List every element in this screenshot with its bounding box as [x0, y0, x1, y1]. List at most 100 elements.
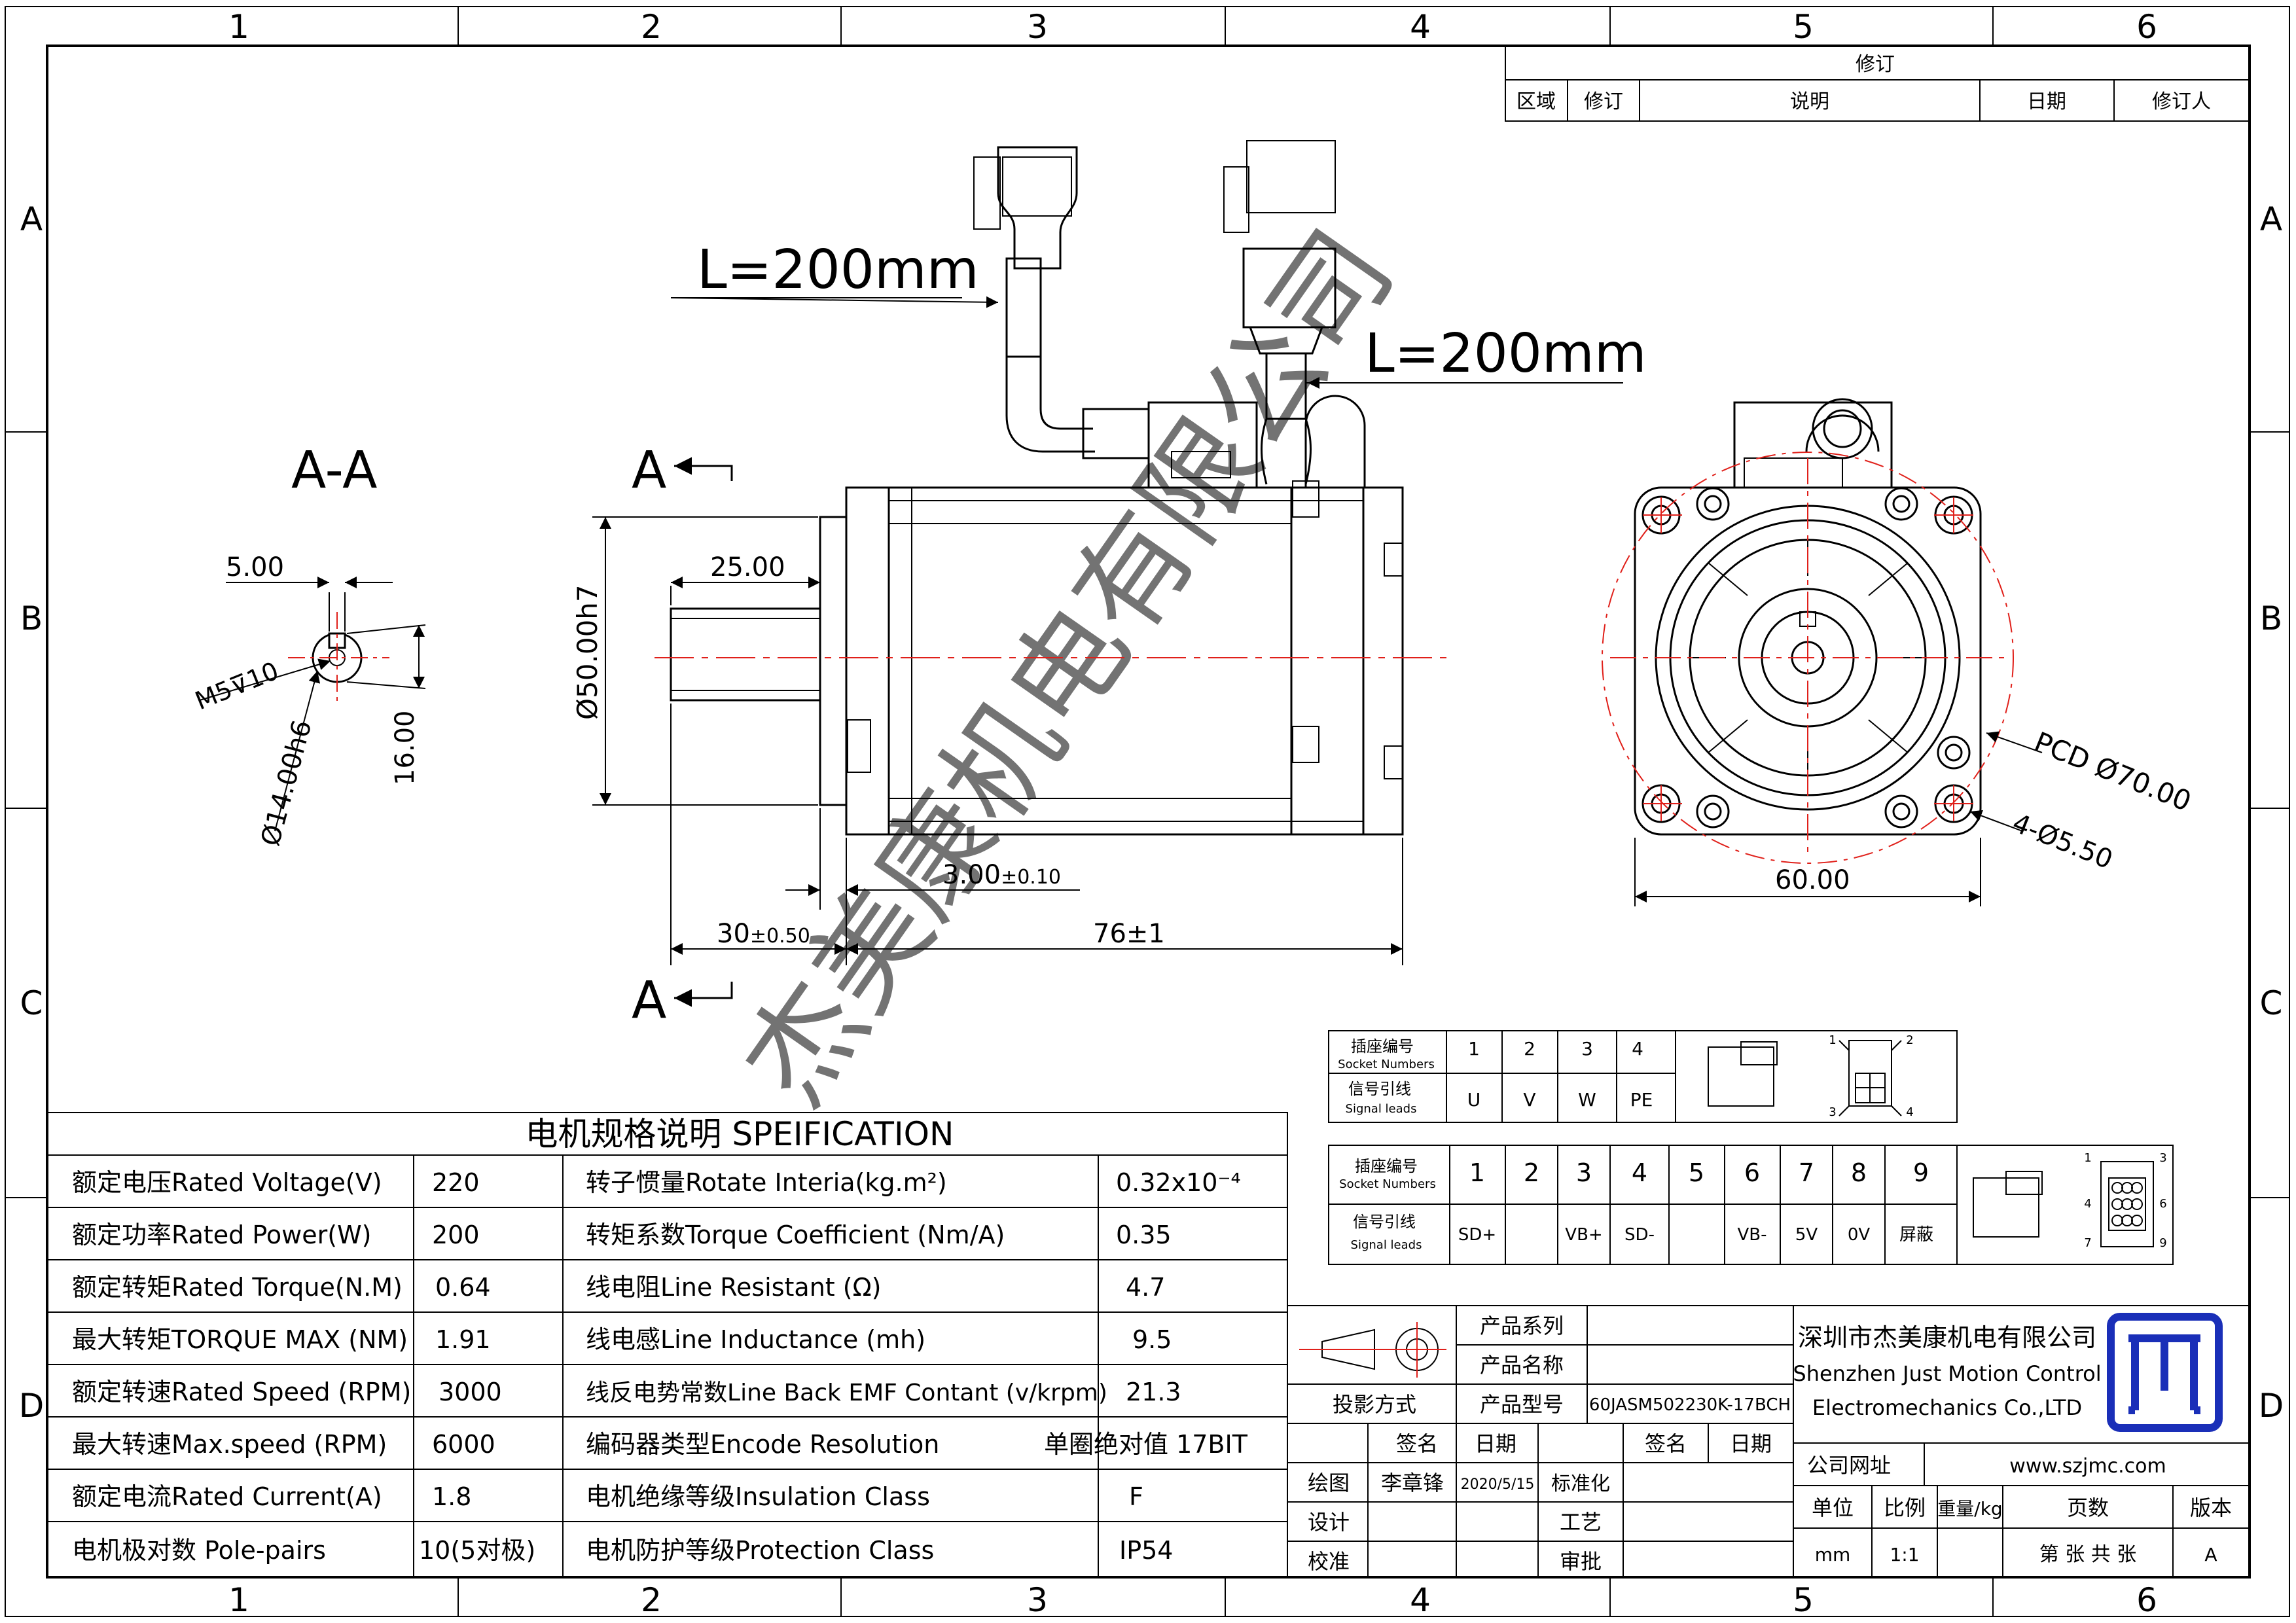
spec-label-left: 额定功率Rated Power(W): [72, 1221, 371, 1249]
encoder-pin: 2: [1524, 1158, 1539, 1187]
process-label: 工艺: [1560, 1510, 1602, 1535]
row-label: C: [20, 984, 43, 1022]
spec-title: 电机规格说明 SPEIFICATION: [526, 1115, 954, 1153]
fig-label: 6: [2159, 1197, 2166, 1211]
product-name-label: 产品名称: [1480, 1353, 1564, 1378]
spec-value-right: 9.5: [1132, 1325, 1172, 1354]
spec-label-right: 转矩系数Torque Coefficient (Nm/A): [586, 1221, 1005, 1249]
revision-header: 说明: [1790, 90, 1829, 113]
encoder-pin: 6: [1744, 1158, 1760, 1187]
company-logo: [2107, 1313, 2223, 1432]
encoder-connector-table: [1328, 1145, 2174, 1265]
draw-date: 2020/5/15: [1461, 1476, 1535, 1493]
fig-label: 1: [1829, 1033, 1836, 1047]
spec-label-left: 额定电压Rated Voltage(V): [72, 1168, 382, 1197]
section-marker: A: [632, 971, 666, 1030]
spec-value-left: 220: [432, 1168, 480, 1197]
spec-value-left: 200: [432, 1221, 480, 1249]
spec-label-left: 额定转速Rated Speed (RPM): [72, 1378, 411, 1406]
power-lead: U: [1467, 1089, 1481, 1111]
side-view: [670, 140, 1404, 836]
pages-value: 第 张 共 张: [2039, 1543, 2137, 1566]
col-label: 2: [641, 1581, 662, 1619]
row-label: D: [19, 1387, 45, 1425]
encoder-pin: 9: [1913, 1158, 1929, 1187]
spec-value-left: 1.91: [435, 1325, 491, 1354]
scale-label: 比例: [1884, 1495, 1926, 1520]
encoder-pin: 8: [1851, 1158, 1867, 1187]
fig-label: 4: [1906, 1105, 1913, 1119]
version-label: 版本: [2190, 1495, 2232, 1520]
col-label: 5: [1793, 8, 1814, 46]
encoder-pin: 1: [1469, 1158, 1485, 1187]
fig-label: 3: [1829, 1105, 1836, 1119]
dim-shaft-extension: 30±0.50: [717, 919, 810, 949]
spec-label-right: 线电阻Line Resistant (Ω): [586, 1273, 881, 1302]
signal-label-en: Signal leads: [1351, 1238, 1422, 1252]
draw-label: 绘图: [1308, 1471, 1350, 1495]
col-label: 1: [228, 8, 249, 46]
section-markers: A A: [632, 441, 733, 1030]
spec-label-left: 额定电流Rated Current(A): [72, 1482, 382, 1511]
company-name-en: Electromechanics Co.,LTD: [1812, 1395, 2082, 1420]
power-pin: 2: [1524, 1038, 1535, 1060]
spec-label-right: 电机防护等级Protection Class: [586, 1536, 934, 1565]
encoder-lead: 5V: [1795, 1225, 1818, 1245]
col-label: 4: [1410, 1581, 1431, 1619]
spec-value-left: 1.8: [432, 1482, 471, 1511]
unit-value: mm: [1815, 1544, 1851, 1565]
spec-label-right: 转子惯量Rotate Interia(kg.m²): [586, 1168, 947, 1197]
spec-value-left: 0.64: [435, 1273, 491, 1302]
spec-value-left: 6000: [432, 1430, 495, 1459]
company-name-cn: 深圳市杰美康机电有限公司: [1798, 1323, 2096, 1352]
dim-shaft-dia: Ø14.00h6: [255, 717, 317, 849]
date-header: 日期: [1475, 1431, 1516, 1456]
spec-value-left: 3000: [439, 1378, 502, 1406]
scale-value: 1:1: [1890, 1544, 1919, 1565]
dim-key-height: 16.00: [390, 710, 420, 785]
design-label: 设计: [1308, 1510, 1350, 1535]
encoder-lead: 0V: [1848, 1225, 1871, 1245]
row-label: B: [20, 599, 43, 637]
power-lead: W: [1578, 1089, 1596, 1111]
power-connector-table: [1328, 1030, 1958, 1123]
encoder-lead: VB-: [1737, 1225, 1767, 1245]
fig-label: 9: [2159, 1236, 2166, 1250]
section-view: A-A 5.00 16.00 M5⊽10 Ø14.00h6: [191, 441, 426, 849]
dim-shaft-length: 25.00: [710, 552, 785, 582]
signal-label-cn: 信号引线: [1348, 1080, 1411, 1098]
front-view-centerlines: [1602, 452, 2014, 864]
power-pin: 1: [1468, 1038, 1480, 1060]
col-label: 6: [2136, 8, 2157, 46]
website[interactable]: www.szjmc.com: [2009, 1455, 2166, 1478]
encoder-lead: SD+: [1458, 1225, 1496, 1245]
revision-header: 修订人: [2152, 90, 2211, 113]
col-label: 5: [1793, 1581, 1814, 1619]
weight-label: 重量/kg: [1937, 1498, 2002, 1520]
sign-header: 签名: [1396, 1431, 1438, 1456]
dim-mounting-holes: 4-Ø5.50: [2008, 808, 2117, 876]
product-model-label: 产品型号: [1480, 1392, 1564, 1417]
website-label: 公司网址: [1807, 1453, 1891, 1478]
row-label: A: [2260, 200, 2282, 238]
fig-label: 4: [2084, 1197, 2091, 1211]
power-lead: V: [1523, 1089, 1535, 1111]
watermark: 杰美康机电有限公司: [719, 207, 1419, 1128]
spec-label-right: 线反电势常数Line Back EMF Contant (v/krpm): [586, 1380, 1107, 1406]
power-pin: 4: [1632, 1038, 1643, 1060]
fig-label: 1: [2084, 1151, 2091, 1165]
socket-label-cn: 插座编号: [1351, 1037, 1414, 1056]
encoder-pin: 3: [1576, 1158, 1592, 1187]
col-label: 3: [1027, 1581, 1048, 1619]
side-view-dimensions: [592, 296, 1623, 965]
fig-label: 2: [1906, 1033, 1913, 1047]
revision-header: 日期: [2027, 90, 2066, 113]
spec-value-right: 0.32x10⁻⁴: [1116, 1168, 1241, 1197]
dim-thread: M5⊽10: [191, 656, 283, 716]
spec-label-left: 最大转矩TORQUE MAX (NM): [72, 1325, 408, 1354]
fig-label: 7: [2084, 1236, 2091, 1250]
spec-label-right: 编码器类型Encode Resolution: [586, 1430, 939, 1459]
drawer-name: 李章锋: [1381, 1471, 1444, 1495]
encoder-pin: 4: [1632, 1158, 1647, 1187]
power-lead: PE: [1630, 1089, 1653, 1111]
